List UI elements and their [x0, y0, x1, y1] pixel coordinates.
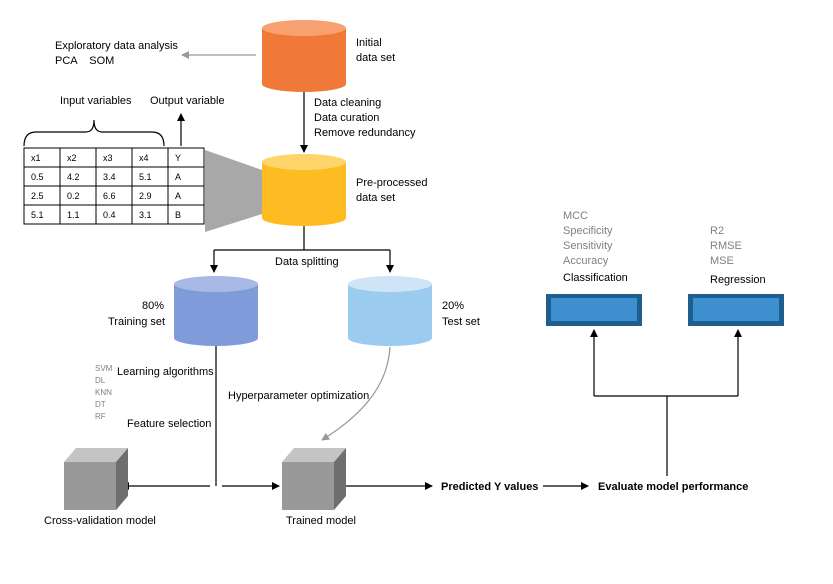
- classification-box: [546, 294, 642, 326]
- cv-cube-front: [64, 462, 116, 510]
- table-header-cell: x4: [139, 153, 149, 163]
- training-cylinder-bottom: [174, 330, 258, 346]
- table-cell-border: [167, 185, 205, 206]
- initial-cylinder-top: [262, 20, 346, 36]
- training-label: Training set: [108, 316, 165, 328]
- algorithm-dt: DT: [95, 400, 106, 409]
- metric-accuracy: Accuracy: [563, 255, 609, 267]
- cleaning-step-2: Data curation: [314, 112, 379, 124]
- table-cell-border: [131, 147, 169, 168]
- table-cell: 6.6: [103, 191, 116, 201]
- table-cell: 0.4: [103, 210, 116, 220]
- test-to-trained-arrow: [321, 346, 391, 441]
- cv-model-cube: [64, 448, 128, 510]
- initial-dataset-label-2: data set: [356, 52, 395, 64]
- metric-rmse: RMSE: [710, 240, 742, 252]
- metric-specificity: Specificity: [563, 225, 613, 237]
- table-cell: 5.1: [139, 172, 152, 182]
- cv-cube-side: [116, 448, 128, 510]
- trained-cube-front: [282, 462, 334, 510]
- algorithm-dl: DL: [95, 376, 106, 385]
- classification-box-face: [551, 298, 637, 321]
- table-header-cell: Y: [175, 153, 181, 163]
- table-cell: 5.1: [31, 210, 44, 220]
- table-cell-border: [59, 147, 97, 168]
- preprocessed-label-1: Pre-processed: [356, 177, 428, 189]
- table-header-cell: x1: [31, 153, 41, 163]
- table-cell: 4.2: [67, 172, 80, 182]
- test-percent: 20%: [442, 300, 464, 312]
- hyperparameter-label: Hyperparameter optimization: [228, 390, 369, 402]
- cleaning-step-3: Remove redundancy: [314, 127, 416, 139]
- table-cell: B: [175, 210, 181, 220]
- data-splitting-label: Data splitting: [275, 256, 339, 268]
- preprocessed-cylinder-body: [262, 162, 346, 218]
- table-cell-border: [23, 147, 61, 168]
- learning-algorithms-label: Learning algorithms: [117, 366, 214, 378]
- table-cell: 3.4: [103, 172, 116, 182]
- table-cell: 3.1: [139, 210, 152, 220]
- metric-mcc: MCC: [563, 210, 588, 222]
- training-set-cylinder: [174, 276, 258, 346]
- table-cell-border: [167, 166, 205, 187]
- preprocessed-cylinder-bottom: [262, 210, 346, 226]
- evaluate-label: Evaluate model performance: [598, 481, 748, 493]
- input-variables-brace: [23, 119, 165, 147]
- table-cell-border: [95, 147, 133, 168]
- cv-model-label: Cross-validation model: [44, 515, 156, 527]
- table-cell: 2.5: [31, 191, 44, 201]
- eda-title: Exploratory data analysis: [55, 40, 178, 52]
- table-cell: 0.2: [67, 191, 80, 201]
- eda-methods: PCA SOM: [55, 55, 114, 67]
- test-cylinder-bottom: [348, 330, 432, 346]
- table-cell-border: [167, 147, 205, 168]
- output-variable-label: Output variable: [150, 95, 225, 107]
- training-percent: 80%: [142, 300, 164, 312]
- initial-cylinder-body: [262, 28, 346, 84]
- initial-dataset-cylinder: [262, 20, 346, 92]
- metric-r2: R2: [710, 225, 724, 237]
- test-cylinder-top: [348, 276, 432, 292]
- table-projection-shape: [205, 150, 262, 232]
- trained-cube-top: [282, 448, 346, 462]
- table-cell: A: [175, 172, 181, 182]
- trained-cube-side: [334, 448, 346, 510]
- preprocessed-dataset-cylinder: [262, 154, 346, 226]
- table-header-cell: x3: [103, 153, 113, 163]
- regression-label: Regression: [710, 274, 766, 286]
- training-cylinder-body: [174, 284, 258, 338]
- trained-model-label: Trained model: [286, 515, 356, 527]
- algorithm-svm: SVM: [95, 364, 113, 373]
- cv-cube-top: [64, 448, 128, 462]
- preprocessed-label-2: data set: [356, 192, 395, 204]
- test-set-cylinder: [348, 276, 432, 346]
- initial-dataset-label-1: Initial: [356, 37, 382, 49]
- table-cell: 0.5: [31, 172, 44, 182]
- classification-label: Classification: [563, 272, 628, 284]
- trained-model-cube: [282, 448, 346, 510]
- algorithm-knn: KNN: [95, 388, 112, 397]
- feature-selection-label: Feature selection: [127, 418, 211, 430]
- regression-box: [688, 294, 784, 326]
- training-cylinder-top: [174, 276, 258, 292]
- test-label: Test set: [442, 316, 480, 328]
- table-cell: A: [175, 191, 181, 201]
- algorithm-rf: RF: [95, 412, 106, 421]
- metric-sensitivity: Sensitivity: [563, 240, 613, 252]
- table-header-cell: x2: [67, 153, 77, 163]
- metric-mse: MSE: [710, 255, 734, 267]
- table-cell-border: [167, 204, 205, 225]
- predicted-y-label: Predicted Y values: [441, 481, 538, 493]
- initial-cylinder-bottom: [262, 76, 346, 92]
- preprocessed-cylinder-top: [262, 154, 346, 170]
- regression-box-face: [693, 298, 779, 321]
- test-cylinder-body: [348, 284, 432, 338]
- cleaning-step-1: Data cleaning: [314, 97, 381, 109]
- input-variables-label: Input variables: [60, 95, 132, 107]
- table-cell: 2.9: [139, 191, 152, 201]
- table-cell: 1.1: [67, 210, 80, 220]
